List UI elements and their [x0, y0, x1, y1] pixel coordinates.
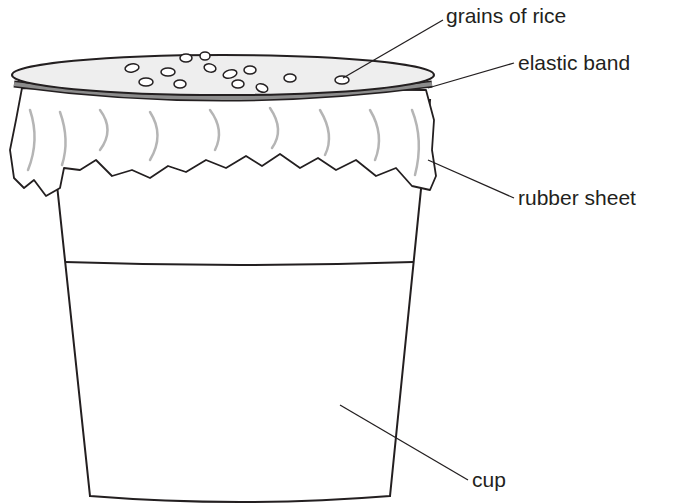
leader-lines — [340, 20, 514, 480]
sheet-folds — [28, 108, 419, 175]
part-label: rubber sheet — [518, 186, 636, 210]
sheet-surface — [12, 55, 434, 95]
part-label: elastic band — [518, 51, 630, 75]
part-label: cup — [472, 468, 506, 492]
rubber-sheet — [10, 88, 436, 196]
part-label: grains of rice — [446, 4, 566, 28]
rice-grains — [124, 52, 349, 94]
cup-sleeve-line — [65, 262, 413, 265]
